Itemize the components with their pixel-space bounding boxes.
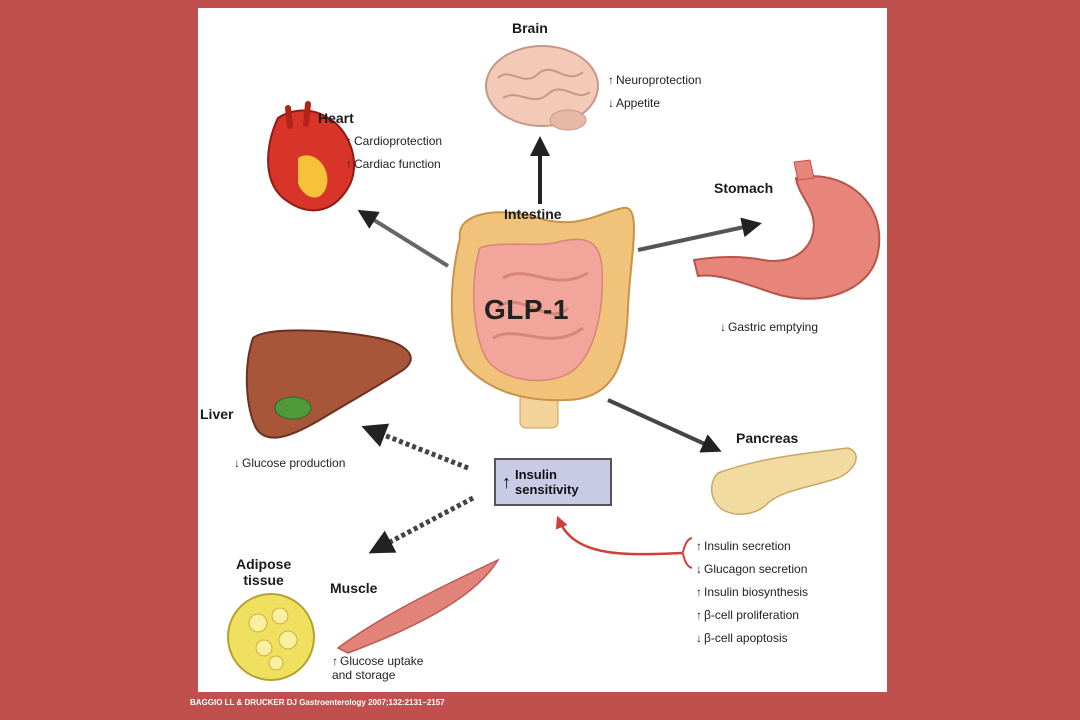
- heart-illustration: [267, 101, 356, 212]
- pancreas-brace: [681, 537, 693, 569]
- brain-effect-2: ↓Appetite: [608, 96, 661, 110]
- intestine-illustration: [450, 206, 635, 429]
- liver-effect-1: ↓Glucose production: [234, 456, 346, 470]
- arrow-to-muscle: [368, 495, 475, 554]
- feedback-arrow: [555, 515, 683, 556]
- heart-effect-1: ↑Cardioprotection: [346, 134, 443, 148]
- heart-label: Heart: [318, 110, 354, 126]
- brain-effect-1: ↑Neuroprotection: [608, 73, 702, 87]
- intestine-label: Intestine: [504, 206, 562, 222]
- pancreas-effect-3: ↑Insulin biosynthesis: [696, 585, 809, 599]
- muscle-illustration: [336, 558, 500, 654]
- pancreas-effect-1: ↑Insulin secretion: [696, 539, 791, 553]
- brain-illustration: [485, 45, 599, 131]
- muscle-label: Muscle: [330, 580, 378, 596]
- diagram-graphics: [227, 45, 881, 681]
- citation: BAGGIO LL & DRUCKER DJ Gastroenterology …: [190, 698, 445, 707]
- stomach-illustration: [692, 159, 881, 300]
- adipose-label: Adipose tissue: [236, 556, 292, 588]
- pancreas-effect-2: ↓Glucagon secretion: [696, 562, 808, 576]
- up-arrow-icon: ↑: [696, 539, 702, 553]
- pancreas-effect-5: ↓β-cell apoptosis: [696, 631, 788, 645]
- pancreas-effect-4: ↑β-cell proliferation: [696, 608, 799, 622]
- arrow-to-pancreas: [607, 398, 722, 453]
- diagram-panel: GLP-1 Brain ↑Neuroprotection ↓Appetite H…: [198, 8, 887, 692]
- stomach-effect-1: ↓Gastric emptying: [720, 320, 819, 334]
- arrow-to-liver: [361, 423, 469, 471]
- muscle-effect-1: ↑Glucose uptake and storage: [332, 654, 424, 682]
- pancreas-label: Pancreas: [736, 430, 799, 446]
- stomach-label: Stomach: [714, 180, 774, 196]
- insulin-sensitivity-label: Insulin sensitivity: [515, 467, 579, 497]
- glp1-label: GLP-1: [484, 294, 569, 325]
- down-arrow-icon: ↓: [234, 456, 240, 470]
- arrow-to-heart: [357, 209, 450, 268]
- liver-illustration: [245, 329, 412, 439]
- up-arrow-icon: ↑: [502, 471, 511, 492]
- up-arrow-icon: ↑: [346, 157, 352, 171]
- down-arrow-icon: ↓: [696, 562, 702, 576]
- pancreas-illustration: [711, 447, 857, 515]
- down-arrow-icon: ↓: [720, 320, 726, 334]
- up-arrow-icon: ↑: [346, 134, 352, 148]
- heart-effect-2: ↑Cardiac function: [346, 157, 441, 171]
- adipose-illustration: [227, 593, 315, 681]
- up-arrow-icon: ↑: [332, 654, 338, 668]
- up-arrow-icon: ↑: [696, 585, 702, 599]
- insulin-sensitivity-box: ↑ Insulin sensitivity: [494, 458, 612, 506]
- up-arrow-icon: ↑: [608, 73, 614, 87]
- down-arrow-icon: ↓: [608, 96, 614, 110]
- down-arrow-icon: ↓: [696, 631, 702, 645]
- brain-label: Brain: [512, 20, 548, 36]
- arrow-to-stomach: [637, 217, 762, 252]
- liver-label: Liver: [200, 406, 234, 422]
- up-arrow-icon: ↑: [696, 608, 702, 622]
